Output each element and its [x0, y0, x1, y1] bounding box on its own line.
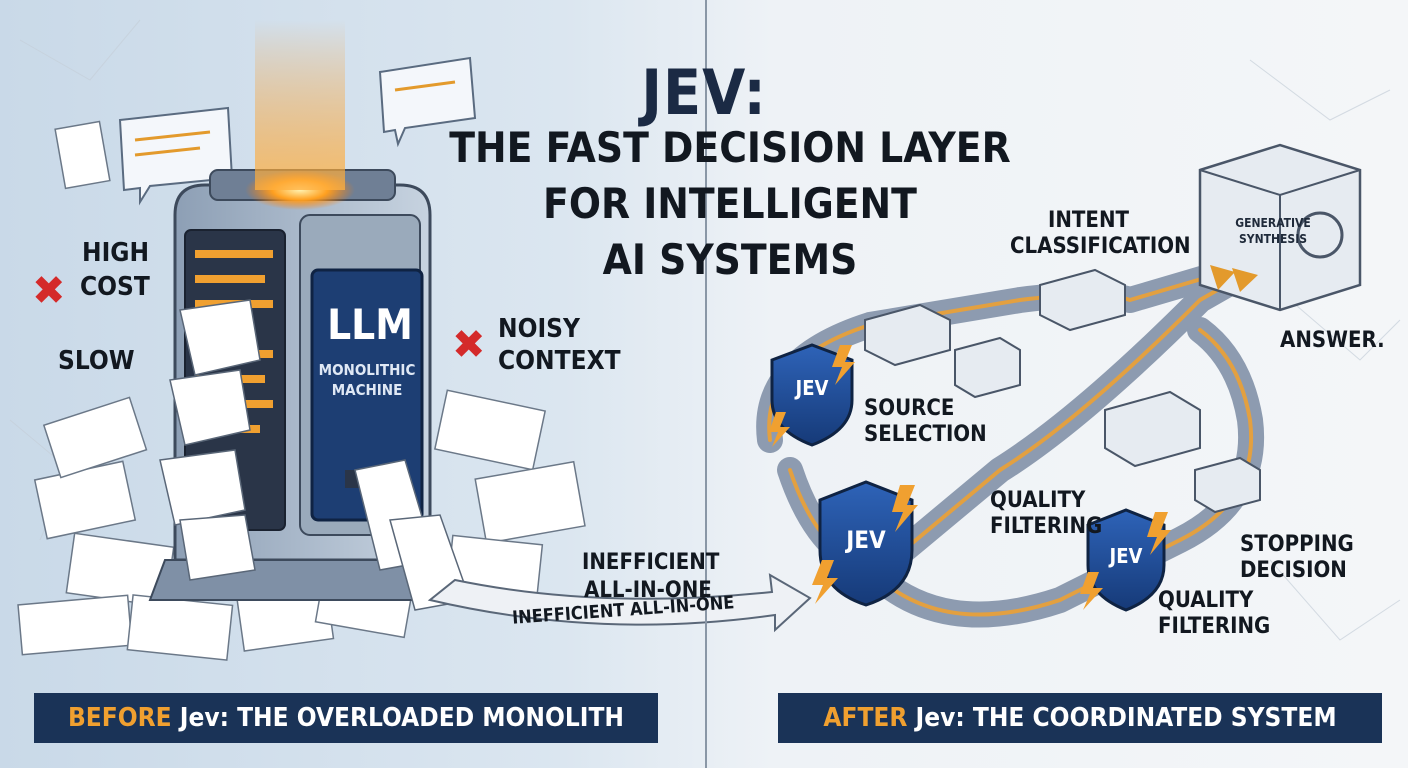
section-divider	[705, 0, 707, 768]
answer-label: ANSWER.	[1280, 328, 1385, 353]
quality-a-line-2: FILTERING	[990, 514, 1103, 539]
quality-b-line-2: FILTERING	[1158, 614, 1271, 639]
title-subtitle: THE FAST DECISION LAYER FOR INTELLIGENT …	[380, 120, 1080, 288]
source-selection-label: SOURCE SELECTION	[864, 396, 987, 448]
intent-line-2: CLASSIFICATION	[1010, 234, 1191, 259]
red-x-icon: ✖	[452, 322, 486, 368]
red-x-icon: ✖	[32, 268, 66, 314]
server-sub-2: MACHINE	[331, 381, 403, 399]
quality-filtering-label-b: QUALITY FILTERING	[1158, 588, 1270, 640]
all-in-one-label: ALL-IN-ONE	[584, 578, 712, 603]
inefficient-label: INEFFICIENT	[582, 550, 720, 575]
high-label: HIGH	[82, 238, 150, 268]
title-line-4: AI SYSTEMS	[602, 235, 858, 284]
source-line-2: SELECTION	[864, 422, 987, 447]
jev-shield-top	[769, 343, 855, 447]
source-line-1: SOURCE	[864, 396, 955, 421]
noisy-label: NOISY	[498, 314, 580, 344]
context-label: CONTEXT	[498, 346, 621, 376]
intent-label: INTENT CLASSIFICATION	[1010, 208, 1210, 260]
llm-label: LLM	[327, 300, 413, 349]
after-banner-prefix: AFTER	[823, 703, 908, 733]
generative-line-1: GENERATIVE	[1235, 216, 1311, 230]
before-banner: BEFORE Jev: THE OVERLOADED MONOLITH	[34, 693, 658, 743]
stopping-decision-label: STOPPING DECISION	[1240, 532, 1354, 584]
jev-shield-label: JEV	[1109, 544, 1143, 568]
inefficient-arrow	[427, 573, 812, 633]
before-banner-prefix: BEFORE	[67, 703, 172, 733]
generative-synthesis-label: GENERATIVE SYNTHESIS	[1218, 215, 1328, 247]
intent-line-1: INTENT	[1048, 208, 1130, 233]
before-banner-text: Jev: THE OVERLOADED MONOLITH	[171, 703, 625, 733]
jev-shield-middle	[812, 480, 918, 607]
title-line-2: THE FAST DECISION LAYER	[449, 123, 1011, 172]
quality-filtering-label-a: QUALITY FILTERING	[990, 488, 1102, 540]
quality-a-line-1: QUALITY	[990, 488, 1086, 513]
after-banner-text: Jev: THE COORDINATED SYSTEM	[907, 703, 1337, 733]
cost-label: COST	[80, 272, 150, 302]
after-banner: AFTER Jev: THE COORDINATED SYSTEM	[778, 693, 1382, 743]
jev-shield-label: JEV	[846, 526, 886, 554]
jev-shield-label: JEV	[795, 376, 829, 400]
jev-shield-right	[1080, 508, 1171, 612]
generative-synthesis-cube	[1198, 143, 1362, 312]
quality-b-line-1: QUALITY	[1158, 588, 1254, 613]
title-line-3: FOR INTELLIGENT	[543, 179, 917, 228]
monolithic-machine-label: MONOLITHIC MACHINE	[312, 360, 422, 400]
server-sub-1: MONOLITHIC	[318, 361, 416, 379]
stopping-line-2: DECISION	[1240, 558, 1347, 583]
scattered-papers	[17, 120, 586, 661]
stopping-line-1: STOPPING	[1240, 532, 1354, 557]
title-jev: JEV:	[641, 56, 767, 129]
bubble-lines	[134, 80, 456, 157]
pipeline-modules	[864, 268, 1261, 514]
generative-line-2: SYNTHESIS	[1239, 232, 1307, 246]
slow-label: SLOW	[58, 346, 135, 376]
